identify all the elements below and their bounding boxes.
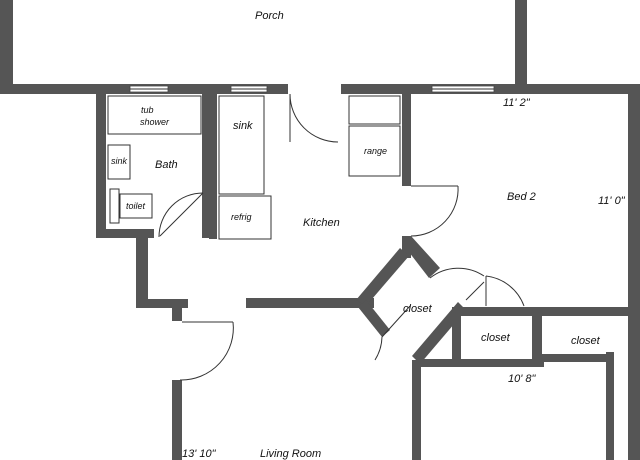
fixture-label-toilet: toilet: [126, 201, 146, 211]
dimension-labels: 11' 2" 11' 0" 10' 8" 13' 10": [182, 97, 626, 460]
wall-kitchen-left: [209, 94, 217, 239]
door-entry-swing: [289, 93, 339, 143]
bathtub: [107, 95, 202, 135]
doors: [158, 93, 525, 381]
room-label-living-room: Living Room: [260, 448, 321, 460]
door-closet-b-leaf: [465, 281, 485, 301]
wall-bath-left: [96, 94, 106, 237]
wall-lower-left-v: [412, 360, 421, 460]
wall-bath-bottom: [96, 229, 154, 238]
bath-sink: [107, 144, 131, 180]
range: [348, 125, 401, 177]
room-label-porch: Porch: [255, 10, 284, 22]
room-label-bath: Bath: [155, 159, 178, 171]
fixture-label-bath-sink: sink: [111, 156, 128, 166]
wall-closet-diag-lower: [358, 300, 390, 337]
dimension-bed2-depth: 11' 0": [598, 195, 626, 207]
door-bath-swing: [158, 192, 204, 238]
kitchen-sink: [218, 95, 265, 195]
wall-lower-right-v: [606, 352, 614, 460]
wall-kitchen-bottom: [246, 298, 374, 308]
dimension-bed2-width: 11' 2": [503, 97, 531, 109]
door-closet-a-swing: [374, 305, 411, 361]
fixture-label-tub: tub: [141, 105, 154, 115]
room-labels: Porch Bath Kitchen Bed 2 Living Room clo…: [155, 10, 601, 460]
room-label-kitchen: Kitchen: [303, 217, 340, 229]
room-label-closet-a: closet: [403, 303, 433, 315]
wall-hall-bottom: [136, 299, 188, 308]
counter: [348, 95, 401, 125]
wall-closet-lower-bottom: [420, 359, 544, 367]
fixtures: [107, 95, 401, 240]
fixture-label-kitchen-sink: sink: [233, 120, 253, 132]
room-label-bed2: Bed 2: [507, 191, 536, 203]
wall-closet-b-right: [532, 307, 542, 367]
fixture-labels: tub shower sink toilet sink refrig range: [111, 105, 387, 222]
door-closet-top-swing: [429, 267, 485, 279]
fixture-label-shower: shower: [140, 117, 170, 127]
wall-right-outer: [628, 94, 640, 460]
wall-bath-right: [202, 94, 209, 238]
toilet-tank: [109, 188, 120, 224]
wall-hall-stub: [172, 299, 182, 321]
wall-closet-b-left: [452, 307, 461, 367]
wall-porch-left: [0, 0, 13, 92]
windows: [129, 85, 495, 93]
door-hall-swing: [179, 321, 234, 381]
wall-hall-left: [136, 236, 148, 307]
wall-porch-right: [515, 0, 527, 85]
wall-bed2-left: [402, 94, 411, 186]
room-label-closet-b: closet: [481, 332, 511, 344]
wall-closet-diag-left: [356, 248, 409, 306]
door-bed2-swing: [410, 185, 459, 237]
wall-closet-c-bottom: [542, 354, 610, 362]
toilet: [119, 193, 153, 219]
door-closet-b-swing: [485, 275, 525, 307]
wall-closet-diag-upper: [402, 236, 440, 278]
fixture-label-refrig: refrig: [231, 212, 252, 222]
fixture-label-range: range: [364, 146, 387, 156]
dimension-lower-width: 10' 8": [508, 373, 537, 385]
room-label-closet-c: closet: [571, 335, 601, 347]
wall-living-left: [172, 380, 182, 460]
wall-bed2-bottom: [458, 307, 640, 316]
refrigerator: [218, 195, 272, 240]
dimension-living-depth: 13' 10": [182, 448, 217, 460]
